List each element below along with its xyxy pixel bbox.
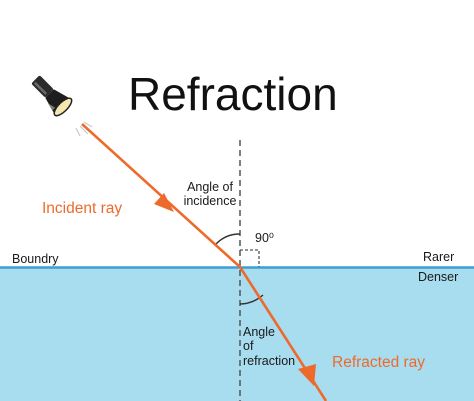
flashlight-icon	[31, 75, 73, 117]
angle-of-refraction-label: Angle of refraction	[243, 325, 295, 368]
angle-of-refraction-line-1: Angle	[243, 325, 275, 339]
angle-of-refraction-line-2: of	[243, 339, 254, 354]
boundary-label: Boundry	[12, 252, 59, 266]
incident-ray-label: Incident ray	[42, 200, 123, 217]
refraction-angle-arc	[239, 294, 264, 305]
incident-ray	[81, 123, 241, 268]
angle-of-incidence-line-2: incidence	[183, 194, 237, 209]
light-glow	[75, 121, 93, 137]
incident-ray-arrow	[154, 193, 174, 212]
angle-of-incidence-label: Angle of incidence	[180, 180, 240, 209]
angle-of-refraction-line-3: refraction	[243, 353, 296, 368]
denser-medium	[0, 268, 474, 401]
right-angle-marker	[240, 249, 260, 267]
page-title: Refraction	[128, 68, 338, 120]
denser-medium-label: Denser	[418, 270, 459, 284]
refracted-ray-label: Refracted ray	[332, 354, 426, 371]
rarer-medium-label: Rarer	[423, 250, 455, 264]
incidence-angle-arc	[215, 233, 241, 245]
right-angle-label: 90⁰	[255, 231, 274, 245]
angle-of-incidence-line-1: Angle of	[187, 180, 233, 194]
refracted-ray-arrow	[298, 364, 316, 386]
